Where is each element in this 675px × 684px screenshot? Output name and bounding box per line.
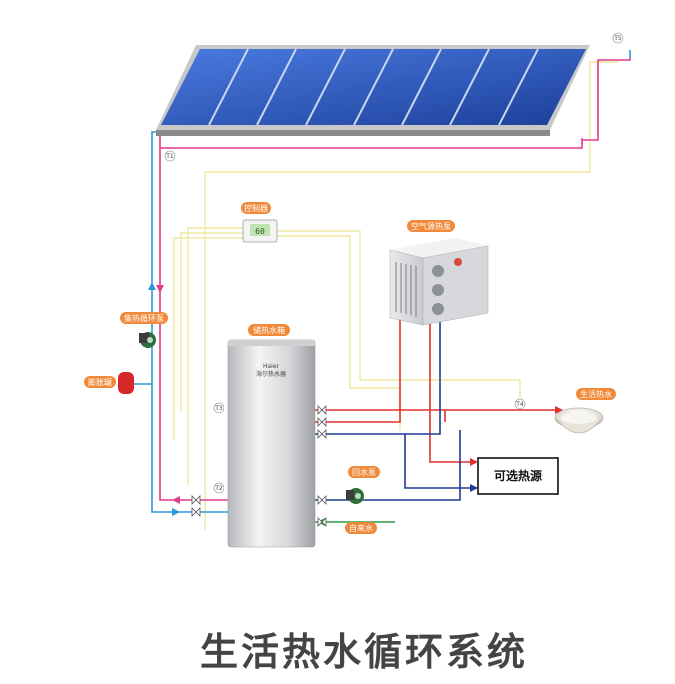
svg-text:T5: T5 xyxy=(613,35,622,42)
valves xyxy=(191,405,327,527)
svg-text:集热循环泵: 集热循环泵 xyxy=(124,313,164,323)
svg-text:空气源热泵: 空气源热泵 xyxy=(411,221,451,231)
storage-tank: Haier 海尔热水器 xyxy=(227,339,316,548)
tank-brand: Haier xyxy=(263,363,280,370)
return-pump xyxy=(346,488,364,504)
sensor-t5: T5 xyxy=(612,32,624,44)
optional-heat-source-box: 可选热源 xyxy=(477,457,559,495)
hot-water-pipes xyxy=(315,310,560,523)
solar-circulation-pump xyxy=(139,332,156,348)
controller-display: 60 xyxy=(255,227,265,236)
sensor-wires xyxy=(173,61,618,530)
page-title: 生活热水循环系统 xyxy=(200,630,528,674)
sensor-t1: T1 xyxy=(164,150,176,162)
label-solar-pump: 集热循环泵 xyxy=(120,312,168,324)
svg-text:T2: T2 xyxy=(214,485,223,492)
sensor-t4: T4 xyxy=(514,398,526,410)
solar-collector-panel xyxy=(156,45,590,136)
solar-flow-arrows xyxy=(148,282,180,516)
tank-subtitle: 海尔热水器 xyxy=(256,370,286,378)
label-heat-pump: 空气源热泵 xyxy=(407,220,455,232)
svg-text:生活热水: 生活热水 xyxy=(580,389,612,399)
sensor-t2: T2 xyxy=(213,482,225,494)
label-storage-tank: 储热水箱 xyxy=(248,324,290,336)
controller-unit: 60 xyxy=(242,219,278,243)
expansion-tank xyxy=(118,372,152,394)
svg-text:T1: T1 xyxy=(165,153,174,160)
svg-text:储热水箱: 储热水箱 xyxy=(253,325,285,335)
sensor-t3: T3 xyxy=(213,402,225,414)
svg-text:自来水: 自来水 xyxy=(349,523,373,533)
svg-text:控制器: 控制器 xyxy=(244,203,268,213)
air-source-heat-pump xyxy=(389,238,489,326)
wash-basin xyxy=(554,407,604,434)
label-domestic-hot-water: 生活热水 xyxy=(576,388,616,400)
label-expansion-tank: 膨胀罐 xyxy=(84,376,116,388)
svg-text:膨胀罐: 膨胀罐 xyxy=(88,377,112,387)
svg-text:可选热源: 可选热源 xyxy=(494,468,542,483)
svg-text:T4: T4 xyxy=(515,401,524,408)
label-cold-water: 自来水 xyxy=(345,522,377,534)
label-return-pump: 回水泵 xyxy=(348,466,380,478)
svg-text:回水泵: 回水泵 xyxy=(352,467,376,477)
label-controller: 控制器 xyxy=(241,202,271,214)
svg-text:T3: T3 xyxy=(214,405,223,412)
